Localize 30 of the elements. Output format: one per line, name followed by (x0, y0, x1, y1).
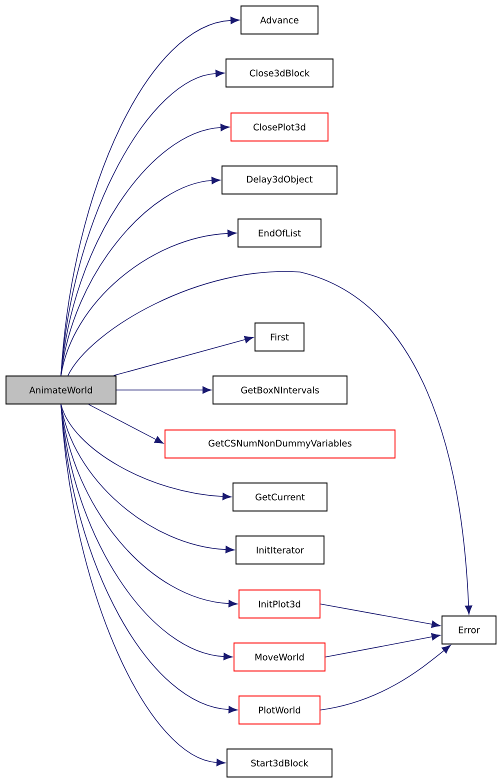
arrow (320, 645, 451, 710)
function-box: GetCSNumNonDummyVariables (164, 430, 396, 458)
function-box: MoveWorld (234, 642, 326, 672)
arrow (60, 70, 224, 376)
arrow (60, 404, 226, 766)
function-box: Delay3dObject (222, 166, 338, 194)
function-box: First (254, 322, 304, 352)
arrow (320, 604, 440, 628)
arrow (60, 404, 238, 608)
function-box: GetBoxNIntervals (212, 376, 348, 404)
function-box: Start3dBlock (226, 748, 332, 778)
arrow (68, 271, 472, 614)
function-box: ClosePlot3d (230, 112, 328, 142)
function-box: PlotWorld (238, 696, 320, 724)
function-box: GetCurrent (232, 482, 328, 512)
arrow (88, 404, 164, 444)
arrow (60, 230, 236, 376)
function-box: InitIterator (236, 536, 324, 564)
arrow (116, 386, 212, 394)
arrow (113, 336, 254, 376)
arrow (60, 404, 234, 554)
arrow (60, 124, 230, 376)
function-box: Error (442, 616, 496, 644)
function-box: InitPlot3d (238, 590, 320, 618)
arrow (325, 633, 440, 658)
function-box: AnimateWorld (6, 376, 116, 404)
function-box: EndOfList (238, 218, 322, 248)
arrow (60, 404, 232, 500)
function-box: Close3dBlock (226, 58, 334, 88)
function-box: Advance (240, 6, 318, 34)
